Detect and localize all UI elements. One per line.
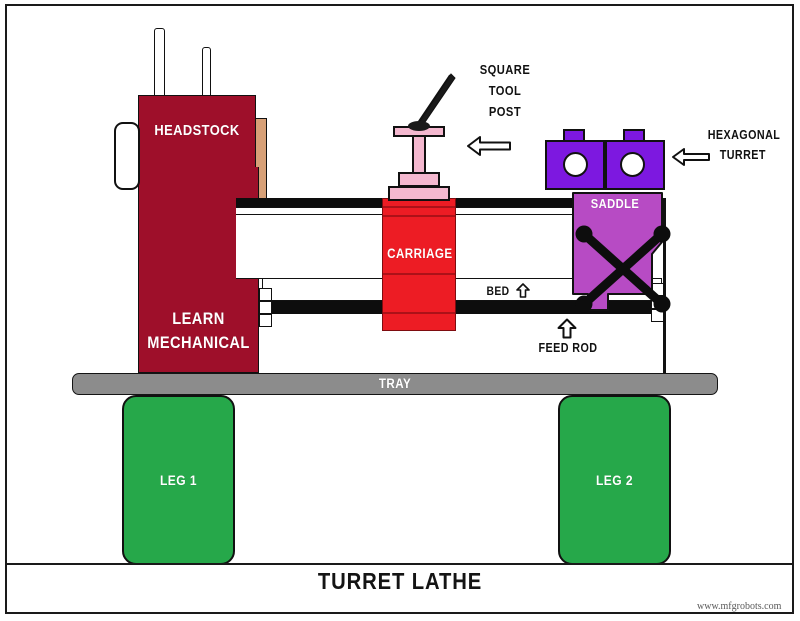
feed-rod-bar <box>268 301 662 314</box>
diagram-border <box>5 4 794 614</box>
ground-line <box>7 563 793 565</box>
cutting-tool-arm-icon <box>408 73 456 131</box>
carriage-detail-line <box>383 312 455 314</box>
bed-under-area <box>262 314 662 324</box>
tool-post-arrow-left-icon <box>467 136 511 156</box>
leg-1-label: LEG 1 <box>160 472 197 488</box>
brand-label-line2: MECHANICAL <box>147 333 250 352</box>
feed-rod-arrow-up-icon <box>557 318 577 339</box>
turret-tab-left <box>563 129 585 141</box>
turret-arrow-left-icon <box>672 148 710 166</box>
bed-right-post <box>663 198 666 373</box>
saddle-label: SADDLE <box>590 196 640 211</box>
turret-hole-left <box>563 152 588 177</box>
leg-2 <box>558 395 671 565</box>
tool-post-base-lower <box>388 186 450 201</box>
spindle-rod-left <box>154 28 165 98</box>
carriage-block <box>382 198 456 331</box>
tool-post-label-line1: SQUARE <box>479 62 531 77</box>
turret-label-line1: HEXAGONAL <box>707 128 781 142</box>
headstock-label: HEADSTOCK <box>154 122 240 139</box>
carriage-detail-line <box>383 273 455 275</box>
leg-2-label: LEG 2 <box>596 472 633 488</box>
carriage-detail-line <box>383 206 455 208</box>
bed-mount-square-3 <box>259 314 272 327</box>
bed-arrow-up-icon <box>516 283 530 298</box>
tool-post-column <box>412 135 426 174</box>
bed-mount-square-1 <box>259 288 272 301</box>
headstock-side-panel <box>114 122 140 190</box>
tray-label: TRAY <box>378 376 412 391</box>
tool-post-label-line2: TOOL <box>488 83 522 98</box>
bed-label: BED <box>486 284 510 298</box>
saddle-cross-icon <box>575 225 671 313</box>
feed-rod-label: FEED ROD <box>538 341 598 355</box>
turret-tab-right <box>623 129 645 141</box>
tool-post-label-line3: POST <box>488 104 522 119</box>
tool-post-base-upper <box>398 172 440 187</box>
turret-block-left <box>545 140 605 190</box>
headstock-upper-block <box>138 95 256 168</box>
turret-label-line2: TURRET <box>719 148 766 162</box>
carriage-label: CARRIAGE <box>387 246 453 261</box>
tray-bar <box>72 373 718 395</box>
carriage-detail-line <box>383 215 455 217</box>
watermark: www.mfgrobots.com <box>697 601 782 612</box>
turret-hole-right <box>620 152 645 177</box>
brand-label-line1: LEARN <box>172 309 225 328</box>
diagram-title: TURRET LATHE <box>317 568 483 594</box>
spindle-rod-right <box>202 47 211 98</box>
bed-mount-square-2 <box>259 301 272 314</box>
